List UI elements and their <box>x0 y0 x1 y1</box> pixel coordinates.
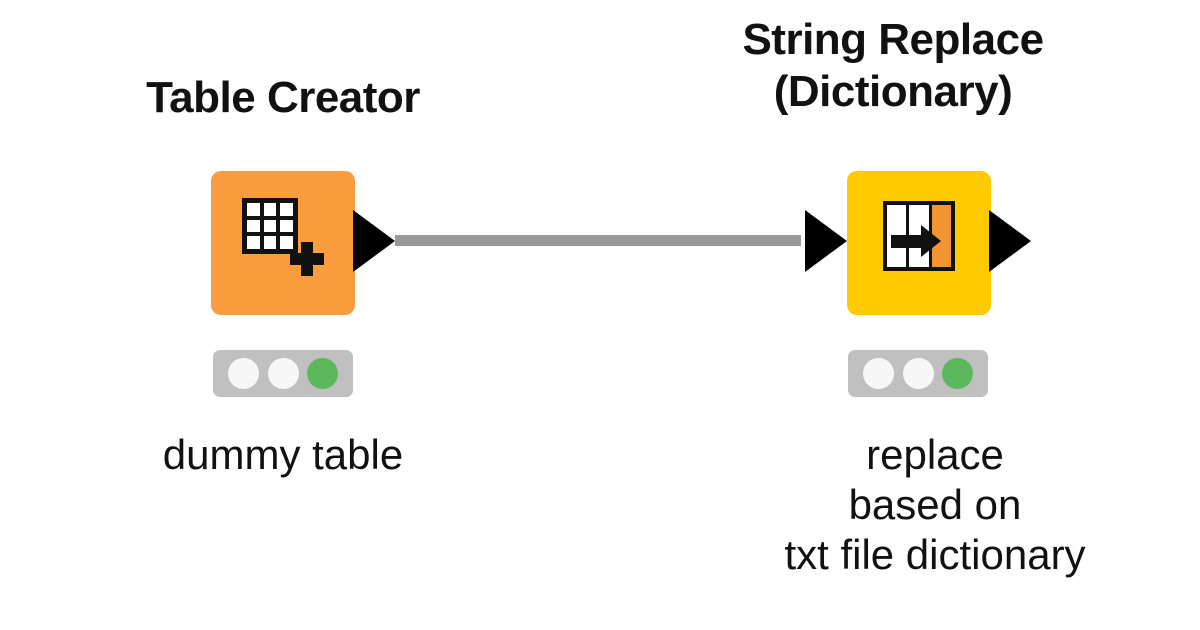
arrow-right-icon <box>891 225 943 257</box>
arrow-head <box>921 225 941 257</box>
node-string-replace-dictionary-input-port[interactable] <box>805 210 847 272</box>
status-led-idle <box>902 358 934 389</box>
node-table-creator-status-bar <box>213 350 353 397</box>
node-table-creator-annotation: dummy table <box>162 431 404 478</box>
table-grid-plus-icon <box>242 198 324 276</box>
node-string-replace-dictionary-annotation: replace based on txt file dictionary <box>784 431 1086 578</box>
node-string-replace-dictionary-output-port[interactable] <box>989 210 1031 272</box>
status-led-idle <box>267 358 299 389</box>
status-led-idle <box>227 358 259 389</box>
grid-cell <box>280 203 293 216</box>
grid-cell <box>263 203 277 216</box>
grid-cell <box>263 236 277 249</box>
status-led-executed <box>942 358 974 389</box>
grid-icon <box>242 198 298 254</box>
node-string-replace-dictionary-status-bar <box>848 350 988 397</box>
status-led-idle <box>862 358 894 389</box>
status-led-executed <box>307 358 339 389</box>
grid-cell <box>280 236 293 249</box>
node-table-creator-title: Table Creator <box>146 73 420 122</box>
node-table-creator-output-port[interactable] <box>353 210 395 272</box>
grid-cell <box>263 219 277 233</box>
table-replace-arrow-icon <box>883 201 955 271</box>
plus-icon <box>290 242 324 276</box>
connector-table-creator-to-string-replace[interactable] <box>395 235 801 246</box>
grid-cell <box>280 219 293 233</box>
arrow-shaft <box>891 235 925 248</box>
node-string-replace-dictionary-title: String Replace (Dictionary) <box>742 15 1044 116</box>
grid-cell <box>247 219 260 233</box>
grid-cell <box>247 236 260 249</box>
node-string-replace-dictionary-body[interactable] <box>847 171 991 315</box>
node-table-creator-body[interactable] <box>211 171 355 315</box>
table-columns-icon <box>887 205 951 267</box>
grid-cell <box>247 203 260 216</box>
